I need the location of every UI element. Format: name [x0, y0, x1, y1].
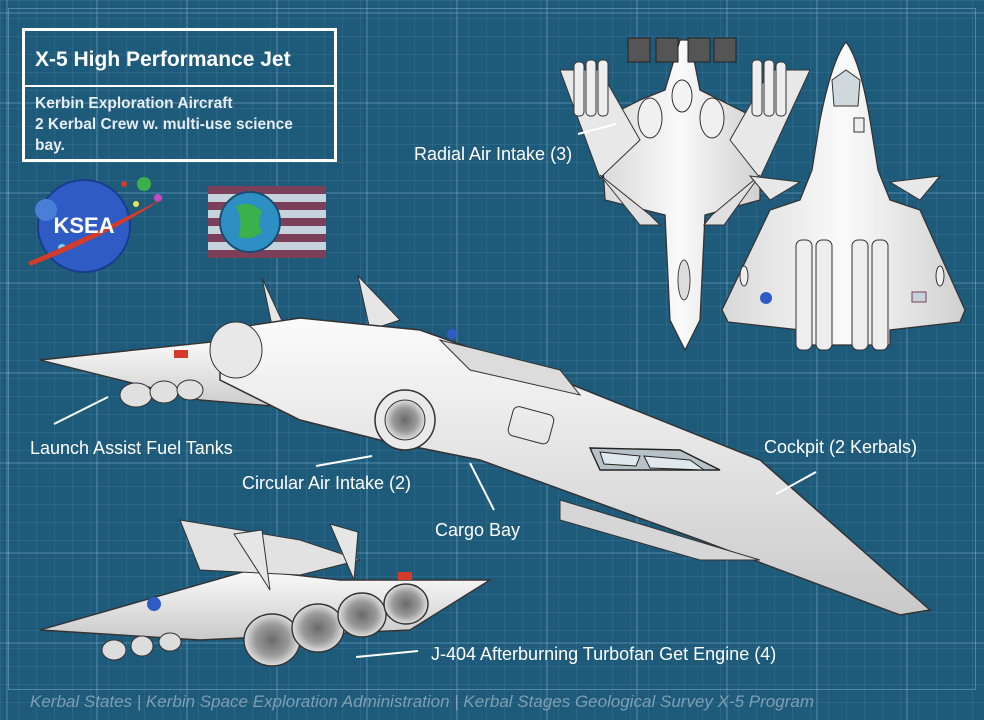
blueprint-frame — [8, 8, 976, 690]
leader-radial-intake — [577, 123, 617, 135]
footer-credits: Kerbal States | Kerbin Space Exploration… — [30, 692, 814, 711]
ksea-logo-icon: KSEA — [28, 177, 164, 273]
title-box: X-5 High Performance Jet Kerbin Explorat… — [22, 28, 337, 162]
leader-lines — [53, 123, 817, 658]
callout-engine: J-404 Afterburning Turbofan Get Engine (… — [431, 644, 777, 664]
description-line-2: 2 Kerbal Crew w. multi-use science — [35, 116, 293, 133]
callout-radial-air-intake: Radial Air Intake (3) — [414, 144, 573, 164]
leader-cargo-bay — [469, 462, 495, 511]
flag-icon — [208, 186, 326, 258]
leader-fuel-tanks — [53, 396, 109, 425]
leader-cockpit — [775, 471, 817, 495]
callout-launch-assist-fuel-tanks: Launch Assist Fuel Tanks — [30, 438, 233, 458]
logo-text: KSEA — [53, 213, 114, 238]
leader-engine — [355, 650, 419, 658]
top-view-aircraft — [559, 37, 811, 352]
leader-circular-intake — [315, 455, 373, 467]
bottom-view-aircraft — [721, 40, 966, 351]
callout-cockpit: Cockpit (2 Kerbals) — [764, 437, 918, 457]
callout-cargo-bay: Cargo Bay — [435, 520, 521, 540]
callout-circular-air-intake: Circular Air Intake (2) — [242, 473, 412, 493]
description-line-3: bay. — [35, 137, 65, 154]
main-perspective-aircraft — [39, 274, 932, 616]
description-line-1: Kerbin Exploration Aircraft — [35, 95, 233, 112]
description: Kerbin Exploration Aircraft 2 Kerbal Cre… — [25, 87, 334, 156]
rear-view-aircraft — [39, 519, 493, 667]
page-title: X-5 High Performance Jet — [25, 31, 334, 87]
